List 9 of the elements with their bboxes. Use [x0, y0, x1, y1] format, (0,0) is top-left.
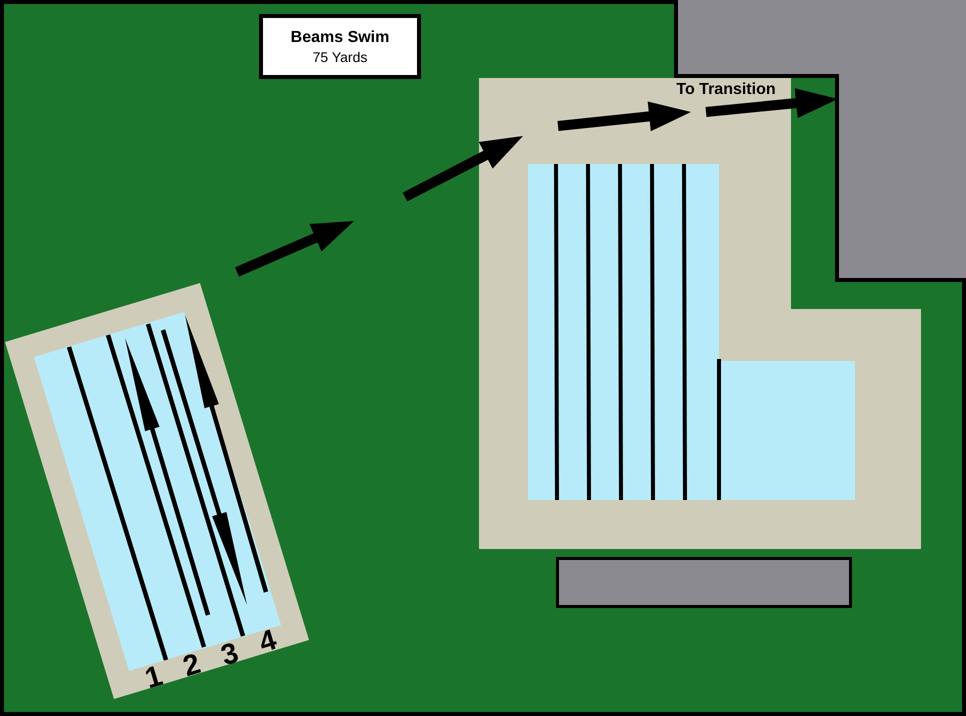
direction-label: To Transition	[676, 82, 776, 98]
lane-number: 4	[256, 626, 280, 658]
info-panel	[259, 14, 421, 79]
lane-number: 2	[180, 650, 204, 682]
lane-number: 3	[218, 638, 242, 672]
distance-text: 75 Yards	[312, 48, 368, 66]
title-text: Beams Swim	[290, 28, 390, 48]
lane-number: 1	[142, 662, 166, 694]
building	[556, 557, 852, 608]
